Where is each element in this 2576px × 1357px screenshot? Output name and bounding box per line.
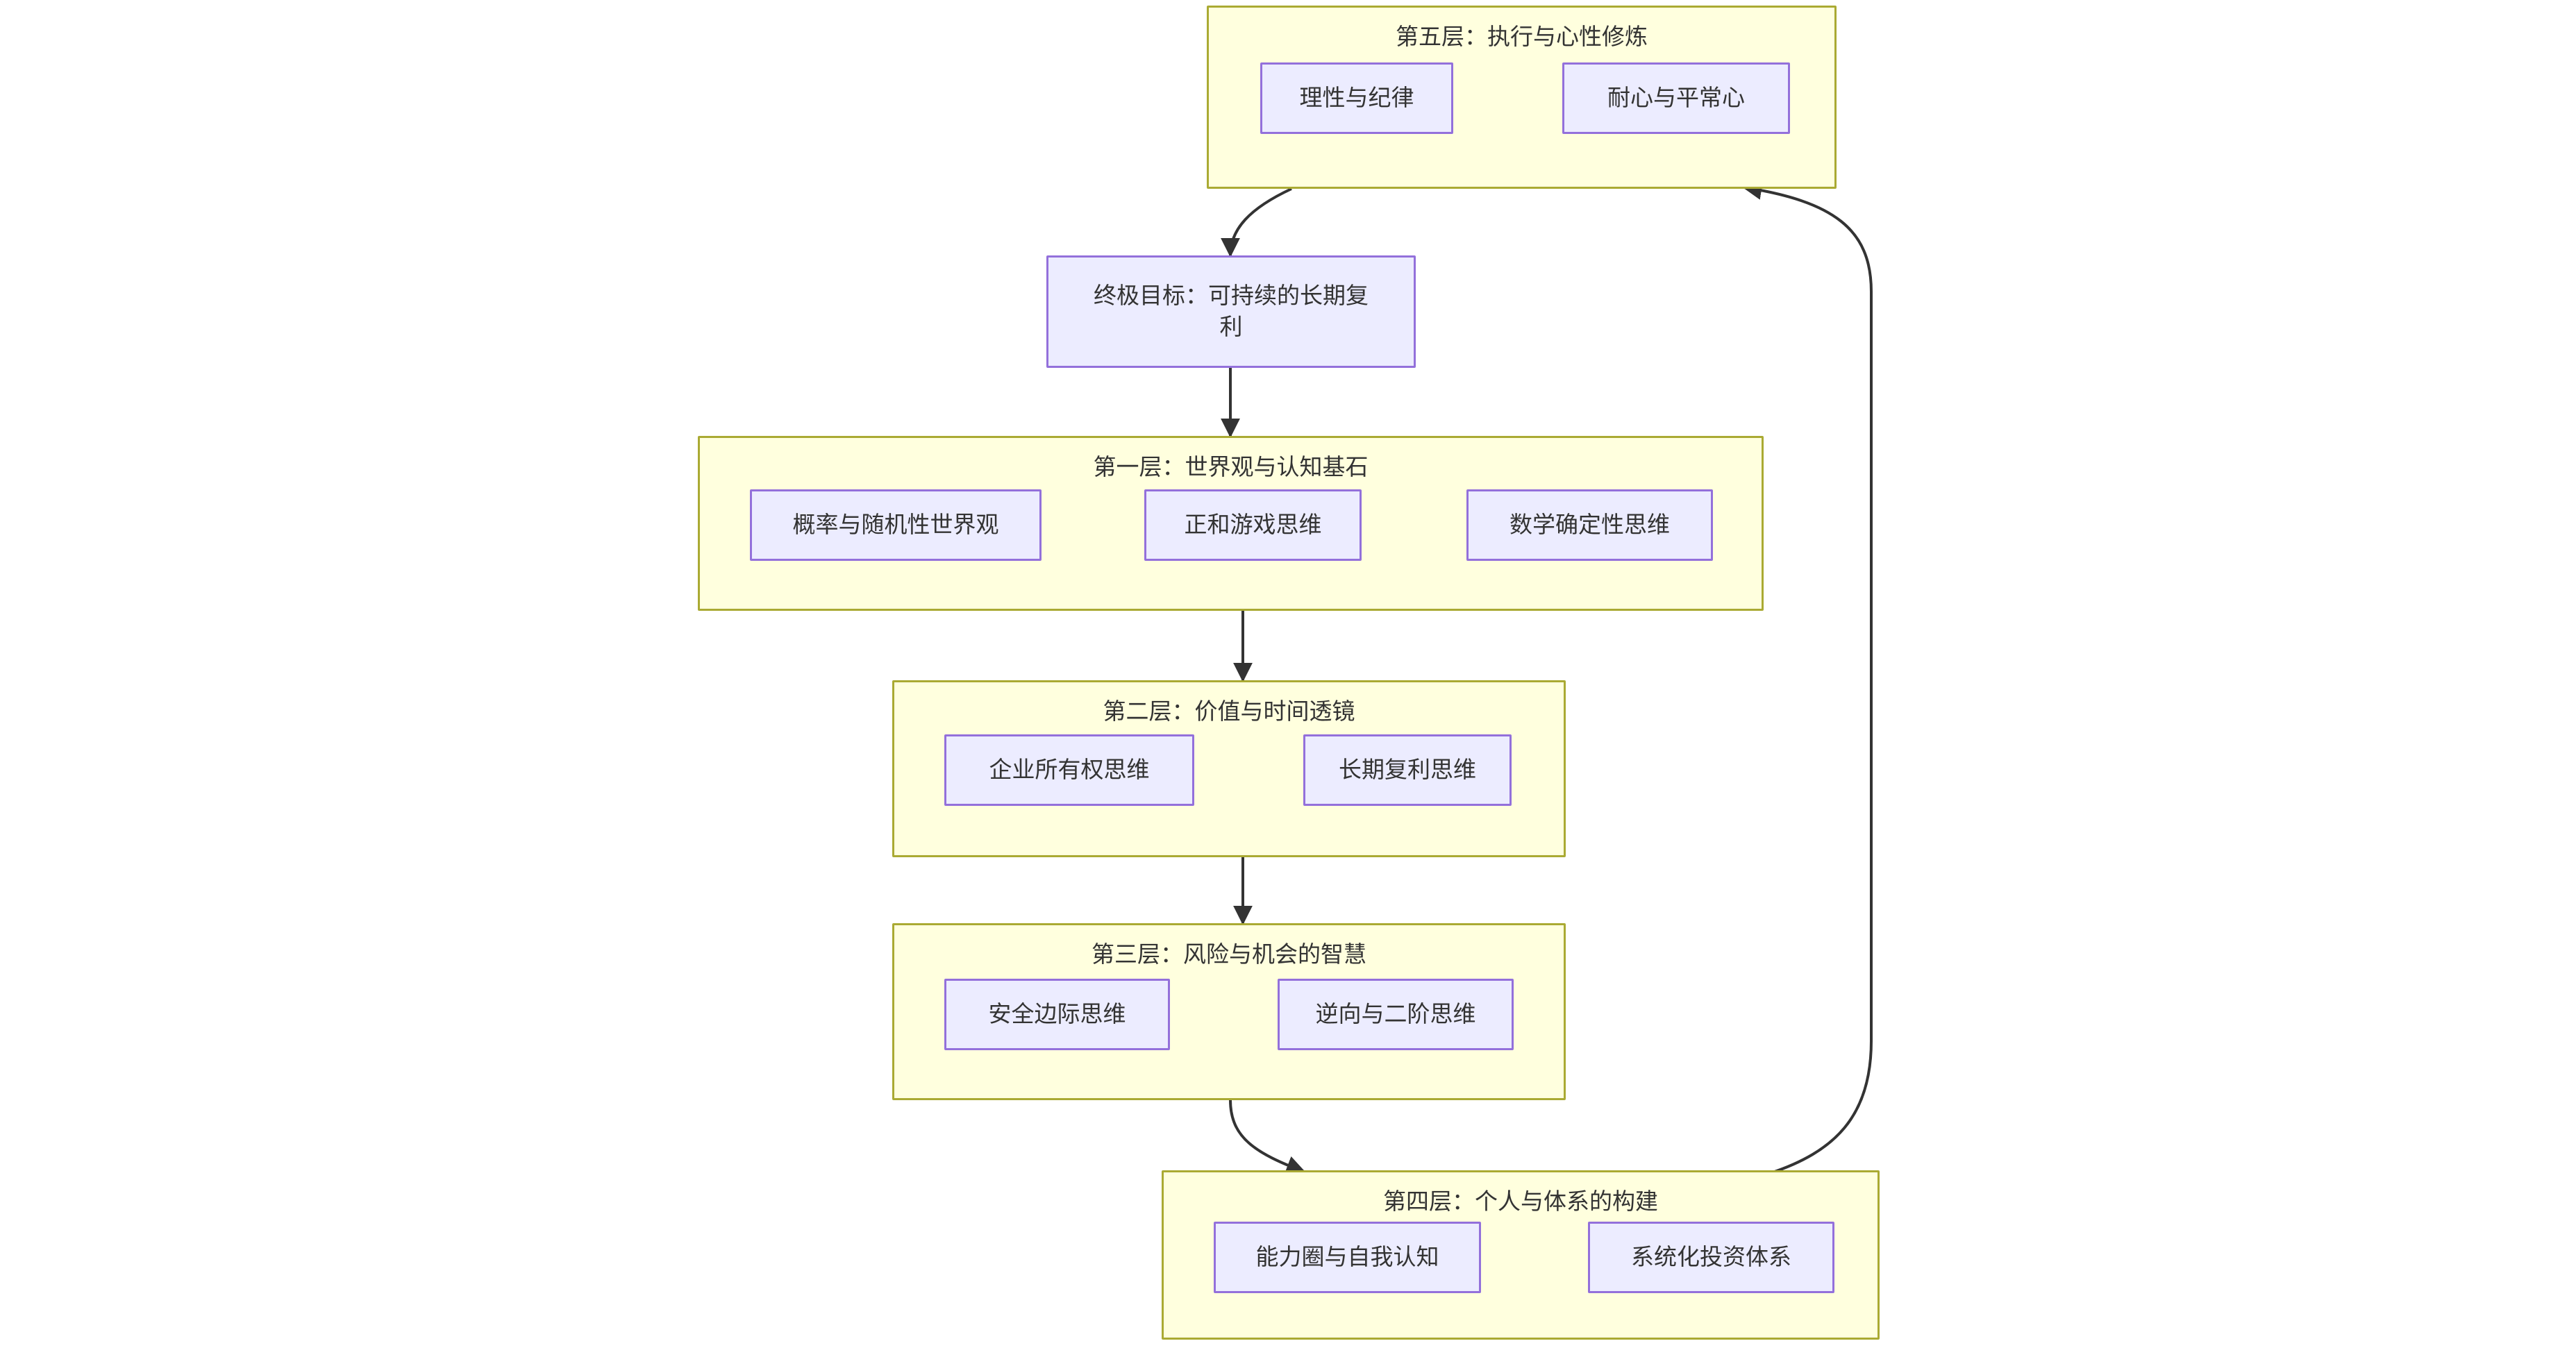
edge-layer3-to-layer4	[1229, 1099, 1306, 1175]
node-inversion-label: 逆向与二阶思维	[1315, 1001, 1476, 1027]
edge-layer4-to-layer5-loopback	[1742, 180, 1873, 1174]
node-patience-label: 耐心与平常心	[1607, 85, 1745, 111]
node-ownership[interactable]: 企业所有权思维	[944, 734, 1194, 806]
node-inversion[interactable]: 逆向与二阶思维	[1278, 979, 1514, 1050]
node-math-certainty[interactable]: 数学确定性思维	[1466, 489, 1713, 561]
node-margin-of-safety[interactable]: 安全边际思维	[944, 979, 1170, 1050]
node-math-certainty-label: 数学确定性思维	[1509, 512, 1670, 538]
node-ownership-label: 企业所有权思维	[989, 757, 1150, 783]
node-probability[interactable]: 概率与随机性世界观	[750, 489, 1042, 561]
node-goal[interactable]: 终极目标：可持续的长期复 利	[1046, 255, 1416, 368]
edge-layer5-to-goal	[1221, 187, 1292, 258]
node-probability-label: 概率与随机性世界观	[792, 512, 999, 538]
cluster-layer4-title: 第四层：个人与体系的构建	[1383, 1188, 1658, 1214]
cluster-layer2-title: 第二层：价值与时间透镜	[1103, 698, 1355, 724]
node-compounding-label: 长期复利思维	[1339, 757, 1476, 783]
node-discipline[interactable]: 理性与纪律	[1260, 62, 1453, 134]
node-positive-sum-label: 正和游戏思维	[1184, 512, 1322, 538]
node-patience[interactable]: 耐心与平常心	[1562, 62, 1790, 134]
node-system-label: 系统化投资体系	[1631, 1244, 1791, 1270]
node-circle-of-competence[interactable]: 能力圈与自我认知	[1214, 1222, 1481, 1293]
cluster-layer1-title: 第一层：世界观与认知基石	[1093, 454, 1369, 480]
node-positive-sum[interactable]: 正和游戏思维	[1144, 489, 1362, 561]
node-goal-label: 终极目标：可持续的长期复 利	[1094, 283, 1369, 339]
cluster-layer5-title: 第五层：执行与心性修炼	[1396, 24, 1648, 49]
node-compounding[interactable]: 长期复利思维	[1303, 734, 1512, 806]
node-circle-of-competence-label: 能力圈与自我认知	[1255, 1244, 1439, 1270]
cluster-layer3-title: 第三层：风险与机会的智慧	[1092, 941, 1366, 967]
node-system[interactable]: 系统化投资体系	[1588, 1222, 1834, 1293]
node-margin-of-safety-label: 安全边际思维	[988, 1001, 1126, 1027]
node-discipline-label: 理性与纪律	[1299, 85, 1414, 111]
